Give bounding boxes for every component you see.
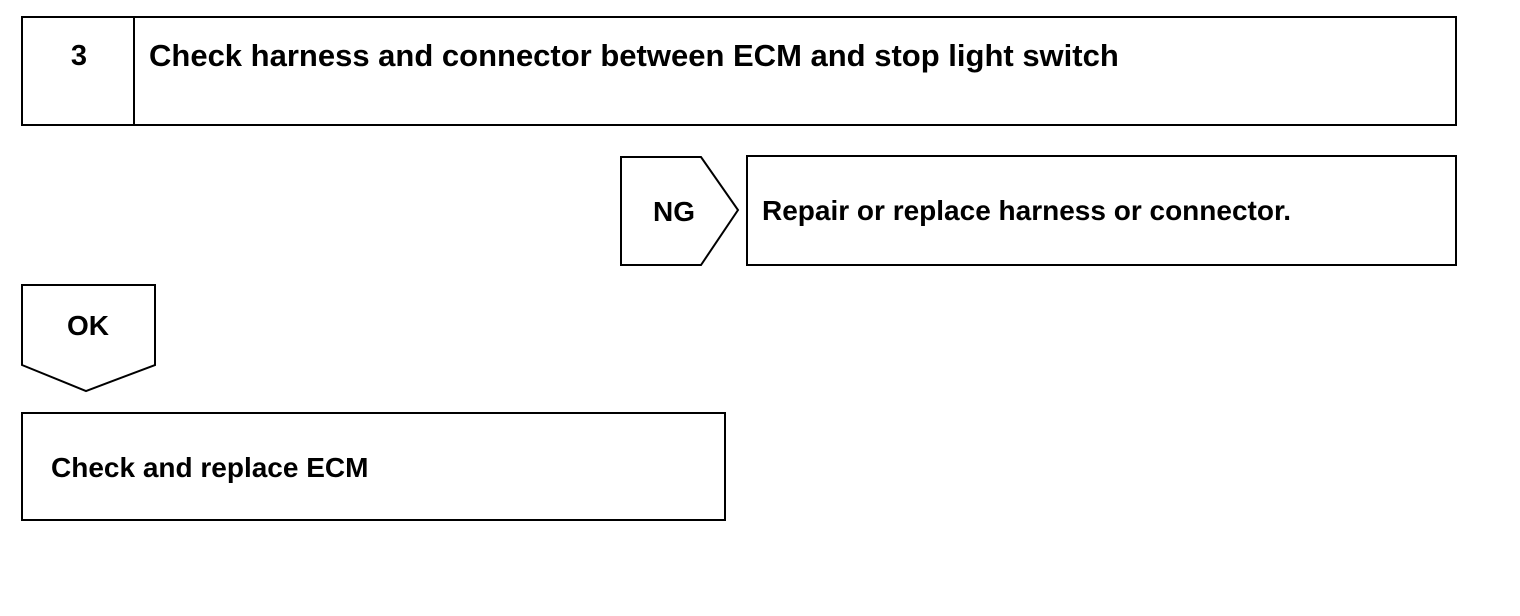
step-title: Check harness and connector between ECM … [149,38,1119,73]
ng-action-text: Repair or replace harness or connector. [762,195,1292,226]
step-number: 3 [70,40,88,72]
step-number-cell: 3 [23,18,135,124]
ng-label: NG [653,196,695,227]
ok-label: OK [67,310,109,341]
ok-arrow-shape [21,284,156,393]
ng-arrow-shape [620,156,740,266]
ok-action-text: Check and replace ECM [51,452,369,483]
ok-action-box: Check and replace ECM [21,412,726,521]
ng-action-box: Repair or replace harness or connector. [746,155,1457,266]
step-box: 3 Check harness and connector between EC… [21,16,1457,126]
